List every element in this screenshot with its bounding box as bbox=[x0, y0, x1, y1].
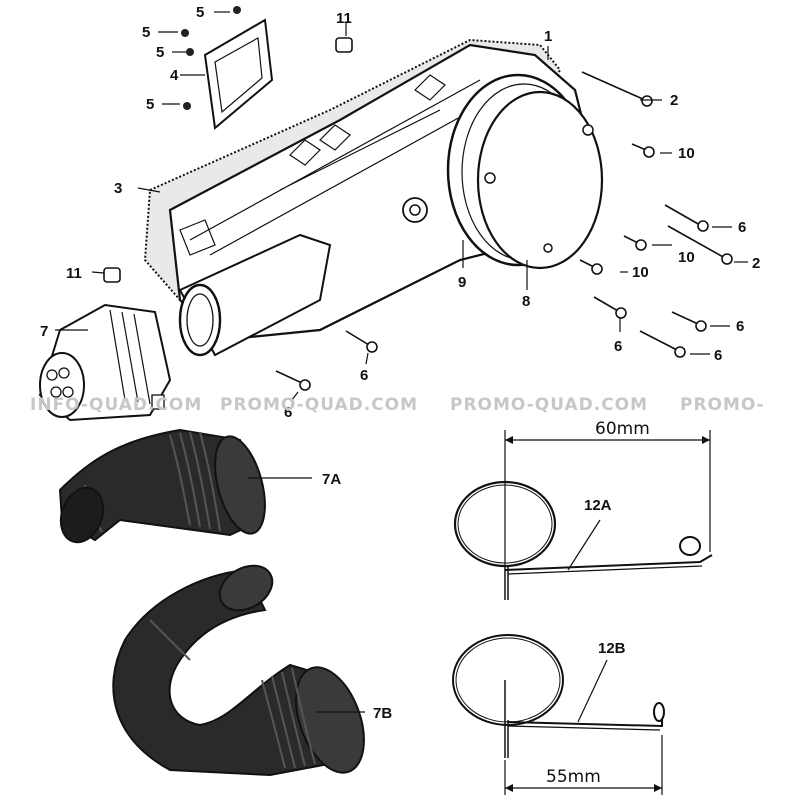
screw-icon bbox=[181, 29, 189, 37]
callout-2: 2 bbox=[752, 255, 760, 272]
watermark-band: INFO-QUAD.COM PROMO-QUAD.COM PROMO-QUAD.… bbox=[30, 395, 765, 415]
callout-10: 10 bbox=[632, 264, 649, 281]
callout-12B: 12B bbox=[598, 640, 626, 657]
duct-7A bbox=[58, 428, 266, 544]
screw-icon bbox=[233, 6, 241, 14]
gasket-plate bbox=[203, 18, 274, 130]
callout-2: 2 bbox=[670, 92, 678, 109]
duct-7B bbox=[112, 564, 365, 777]
dowel-pin bbox=[335, 37, 353, 53]
callout-8: 8 bbox=[522, 293, 530, 310]
callout-12A: 12A bbox=[584, 497, 612, 514]
callout-6: 6 bbox=[360, 367, 368, 384]
bolt-set bbox=[275, 71, 733, 391]
dimension-55mm: 55mm bbox=[546, 767, 601, 787]
watermark-text: PROMO- bbox=[680, 395, 765, 415]
callout-5: 5 bbox=[146, 96, 154, 113]
leader-lines bbox=[55, 11, 748, 401]
cover-plate bbox=[476, 90, 604, 270]
callout-6: 6 bbox=[738, 219, 746, 236]
callout-4: 4 bbox=[170, 67, 179, 84]
dimension-60mm: 60mm bbox=[595, 419, 650, 439]
dowel-pin bbox=[103, 267, 121, 283]
callout-6: 6 bbox=[714, 347, 722, 364]
callout-6: 6 bbox=[736, 318, 744, 335]
callout-3: 3 bbox=[114, 180, 122, 197]
cvt-cover-assembly bbox=[38, 6, 733, 422]
callout-5: 5 bbox=[142, 24, 150, 41]
watermark-text: PROMO-QUAD.COM bbox=[450, 395, 648, 415]
callout-9: 9 bbox=[458, 274, 466, 291]
callout-11: 11 bbox=[66, 265, 82, 282]
screw-icon bbox=[183, 102, 191, 110]
callout-6: 6 bbox=[614, 338, 622, 355]
callout-1: 1 bbox=[544, 28, 552, 45]
screw-icon bbox=[186, 48, 194, 56]
callout-7A: 7A bbox=[322, 471, 341, 488]
callout-10: 10 bbox=[678, 145, 695, 162]
callout-5: 5 bbox=[196, 4, 204, 21]
callout-7: 7 bbox=[40, 323, 48, 340]
callout-5: 5 bbox=[156, 44, 164, 61]
callout-labels: 1 2 2 3 4 5 5 5 5 6 6 6 6 6 6 7 8 9 10 1… bbox=[40, 4, 760, 421]
watermark-text: PROMO-QUAD.COM bbox=[220, 395, 418, 415]
callout-7B: 7B bbox=[373, 705, 392, 722]
watermark-text: INFO-QUAD.COM bbox=[30, 395, 202, 415]
callout-6: 6 bbox=[284, 404, 292, 421]
callout-11: 11 bbox=[336, 10, 352, 27]
clip-12B bbox=[452, 634, 665, 795]
callout-10: 10 bbox=[678, 249, 695, 266]
clip-12A: 60mm bbox=[453, 419, 713, 600]
